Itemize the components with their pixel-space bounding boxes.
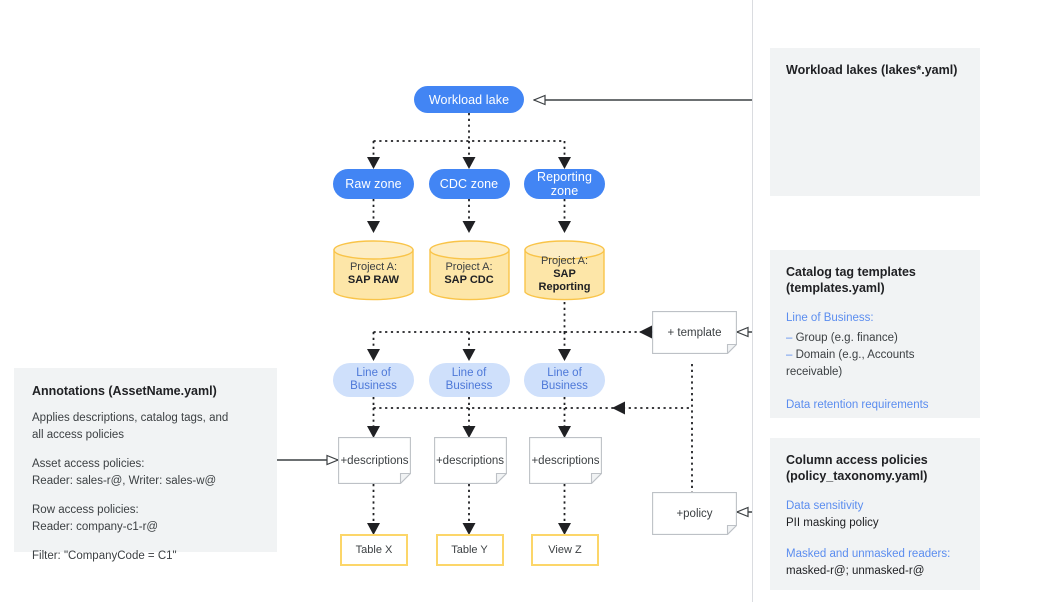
- node-lob-2-line1: Line of: [451, 367, 487, 379]
- wire-descriptions-to-outputs: [372, 484, 566, 524]
- node-view-z-label: View Z: [548, 544, 582, 556]
- node-reporting-zone[interactable]: Reporting zone: [524, 169, 605, 199]
- cylinder-shape: [333, 240, 414, 301]
- node-workload-lake-label: Workload lake: [428, 92, 510, 107]
- line-of-business-heading: Line of Business:: [786, 312, 874, 324]
- node-project-sap-reporting[interactable]: Project A: SAP Reporting: [524, 240, 605, 302]
- node-view-z[interactable]: View Z: [531, 534, 599, 566]
- node-descriptions-1[interactable]: +descriptions: [338, 437, 411, 484]
- wire-output-arrowheads: [367, 523, 571, 535]
- line-of-business-bullet-group: – Group (e.g. finance): [786, 330, 964, 347]
- annotations-description: Applies descriptions, catalog tags, and …: [32, 410, 259, 444]
- wire-projects-to-lob-bus: [372, 302, 651, 350]
- node-cdc-zone-label: CDC zone: [439, 177, 499, 191]
- wire-zones-to-projects: [372, 199, 566, 222]
- node-policy-note-label: +policy: [676, 507, 713, 520]
- node-lob-2[interactable]: Line of Business: [428, 363, 510, 397]
- node-lob-3-line2: Business: [541, 380, 588, 392]
- node-raw-zone-label: Raw zone: [345, 177, 402, 191]
- node-project-sap-cdc[interactable]: Project A: SAP CDC: [428, 240, 510, 302]
- wire-lob-arrowheads: [367, 349, 571, 361]
- column-access-policies-box: Column access policies (policy_taxonomy.…: [770, 438, 980, 590]
- annotations-description-line2: all access policies: [32, 429, 125, 441]
- node-descriptions-3-label: +descriptions: [531, 454, 600, 467]
- catalog-tag-templates-heading-line2: (templates.yaml): [786, 281, 885, 295]
- column-access-policies-heading: Column access policies (policy_taxonomy.…: [786, 452, 964, 484]
- wire-lob-to-descriptions-bus: [372, 397, 692, 427]
- node-template-note[interactable]: + template: [652, 311, 737, 354]
- node-workload-lake[interactable]: Workload lake: [414, 86, 524, 113]
- catalog-tag-templates-box: Catalog tag templates (templates.yaml) L…: [770, 250, 980, 418]
- node-descriptions-1-label: +descriptions: [340, 454, 409, 467]
- wire-workloadlake-to-zones: [372, 113, 566, 158]
- node-table-x-label: Table X: [355, 544, 393, 556]
- node-template-note-label: + template: [667, 326, 722, 339]
- node-descriptions-3[interactable]: +descriptions: [529, 437, 602, 484]
- node-descriptions-2[interactable]: +descriptions: [433, 437, 507, 484]
- wire-template-bus-arrowhead: [639, 325, 652, 339]
- node-project-sap-reporting-label: Project A: SAP Reporting: [538, 254, 591, 293]
- cylinder-shape: [428, 240, 510, 301]
- column-access-policies-heading-line1: Column access policies: [786, 453, 928, 467]
- node-lob-1-line1: Line of: [356, 367, 391, 379]
- data-sensitivity-heading: Data sensitivity: [786, 500, 864, 512]
- node-project-sap-cdc-label: Project A: SAP CDC: [444, 260, 494, 287]
- node-lob-3[interactable]: Line of Business: [524, 363, 605, 397]
- workload-lakes-box: Workload lakes (lakes*.yaml): [770, 48, 980, 196]
- node-lob-3-line1: Line of: [547, 367, 582, 379]
- cylinder-shape: [524, 240, 605, 301]
- wire-bus2-arrowhead: [612, 401, 625, 415]
- masked-readers-heading: Masked and unmasked readers:: [786, 548, 951, 560]
- node-project-sap-raw[interactable]: Project A: SAP RAW: [333, 240, 414, 302]
- note-shape: [652, 311, 737, 354]
- node-raw-zone[interactable]: Raw zone: [333, 169, 414, 199]
- bullet-dash-icon: –: [786, 332, 793, 344]
- wire-zone-arrowheads: [367, 157, 571, 169]
- node-policy-note[interactable]: +policy: [652, 492, 737, 535]
- node-reporting-zone-label: Reporting zone: [536, 170, 593, 198]
- node-table-y-label: Table Y: [451, 544, 488, 556]
- line-of-business-bullet-group-text: Group (e.g. finance): [795, 332, 898, 344]
- node-project-sap-raw-label: Project A: SAP RAW: [347, 260, 400, 287]
- workload-lakes-heading: Workload lakes (lakes*.yaml): [786, 63, 958, 77]
- row-access-filter-value: Filter: "CompanyCode = C1": [32, 550, 177, 562]
- column-access-policies-heading-line2: (policy_taxonomy.yaml): [786, 469, 928, 483]
- node-lob-2-line2: Business: [445, 380, 493, 392]
- catalog-tag-templates-heading-line1: Catalog tag templates: [786, 265, 916, 279]
- note-shape: [652, 492, 737, 535]
- note-shape: [529, 437, 602, 484]
- annotations-panel: Annotations (AssetName.yaml) Applies des…: [14, 368, 277, 562]
- note-shape: [433, 437, 507, 484]
- annotations-description-line1: Applies descriptions, catalog tags, and: [32, 412, 229, 424]
- node-lob-1-line2: Business: [350, 380, 397, 392]
- annotations-title: Annotations (AssetName.yaml): [32, 384, 217, 398]
- row-access-policies-value: Reader: company-c1-r@: [32, 521, 159, 533]
- line-of-business-bullet-domain: – Domain (e.g., Accounts receivable): [786, 347, 964, 381]
- wire-project-arrowheads: [367, 221, 571, 233]
- node-lob-1[interactable]: Line of Business: [333, 363, 414, 397]
- data-retention-heading: Data retention requirements: [786, 399, 929, 411]
- node-cdc-zone[interactable]: CDC zone: [428, 169, 510, 199]
- node-descriptions-2-label: +descriptions: [435, 454, 505, 467]
- masked-readers-value: masked-r@; unmasked-r@: [786, 565, 925, 577]
- asset-access-policies-value: Reader: sales-r@, Writer: sales-w@: [32, 475, 217, 487]
- line-of-business-bullet-domain-text: Domain (e.g., Accounts receivable): [786, 349, 915, 378]
- asset-access-policies-heading: Asset access policies:: [32, 458, 145, 470]
- data-sensitivity-value: PII masking policy: [786, 517, 879, 529]
- note-shape: [338, 437, 411, 484]
- row-access-policies-heading: Row access policies:: [32, 504, 139, 516]
- node-table-x[interactable]: Table X: [340, 534, 408, 566]
- node-table-y[interactable]: Table Y: [435, 534, 504, 566]
- wire-descriptions-arrowheads: [367, 426, 571, 438]
- bullet-dash-icon: –: [786, 349, 793, 361]
- catalog-tag-templates-heading: Catalog tag templates (templates.yaml): [786, 264, 964, 296]
